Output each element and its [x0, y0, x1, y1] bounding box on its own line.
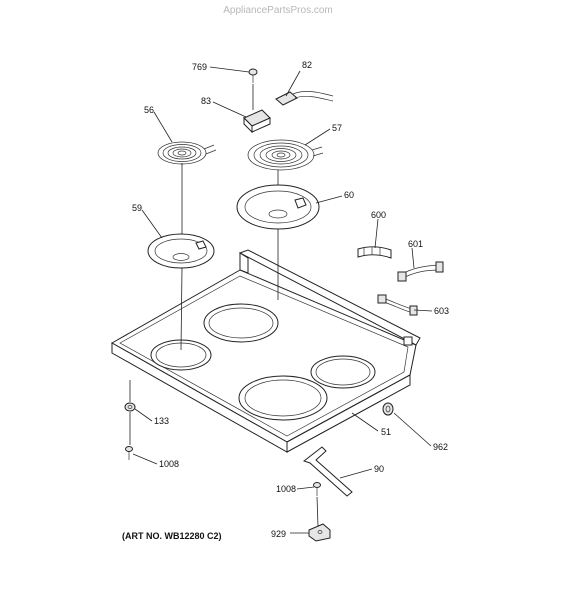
art-number: (ART NO. WB12280 C2)	[122, 531, 222, 541]
callout-601: 601	[408, 239, 423, 249]
callout-600: 600	[371, 210, 386, 220]
alignment-lines	[129, 84, 319, 527]
watermark: AppliancePartsPros.com	[223, 5, 333, 16]
callout-56: 56	[144, 105, 154, 115]
callout-962: 962	[433, 442, 448, 452]
grommet-962	[382, 402, 394, 416]
screw-1008-right	[313, 482, 321, 496]
callout-labels: 769 82 83 56 57 60 59 600 601 603 133 10…	[132, 60, 449, 539]
surface-element-57	[247, 139, 324, 171]
callout-82: 82	[302, 60, 312, 70]
surface-element-56	[157, 141, 217, 165]
rod-90	[302, 446, 353, 497]
connector-82	[275, 91, 334, 106]
harness-603	[377, 294, 418, 316]
callout-83: 83	[201, 96, 211, 106]
harness-600	[357, 246, 392, 259]
callout-603: 603	[434, 306, 449, 316]
callout-769: 769	[192, 62, 207, 72]
callout-51: 51	[381, 427, 391, 437]
callout-929: 929	[271, 529, 286, 539]
callout-1008-left: 1008	[159, 459, 179, 469]
callout-1008-right: 1008	[276, 484, 296, 494]
nut-133	[124, 402, 136, 412]
bracket-929	[308, 523, 331, 542]
screw-769	[248, 68, 258, 83]
screw-1008-left	[125, 446, 133, 460]
callout-59: 59	[132, 203, 142, 213]
cooktop-51	[110, 249, 421, 453]
callout-57: 57	[332, 123, 342, 133]
harness-601	[397, 261, 444, 282]
callout-133: 133	[154, 416, 169, 426]
receptacle-83	[243, 109, 271, 134]
drip-pan-59	[147, 233, 215, 269]
callout-90: 90	[374, 464, 384, 474]
drip-pan-60	[236, 184, 320, 230]
leader-lines	[132, 66, 433, 534]
callout-60: 60	[344, 190, 354, 200]
